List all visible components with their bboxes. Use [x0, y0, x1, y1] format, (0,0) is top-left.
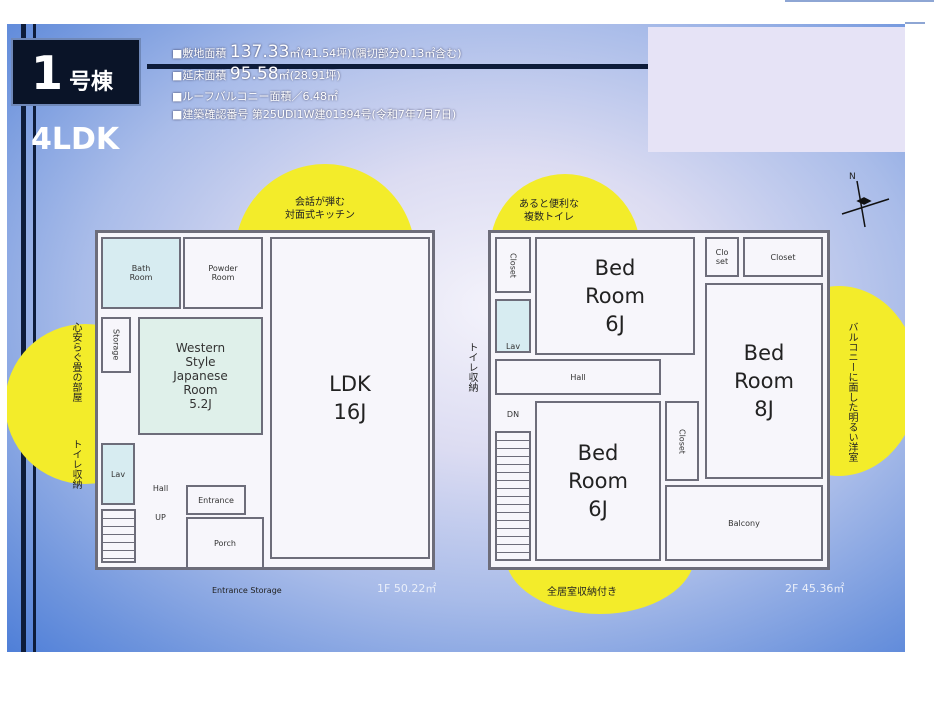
dn-label: DN: [495, 399, 531, 429]
bright-room-callout: バルコニーに面した明るい洋室: [846, 322, 857, 462]
powder-room: Powder Room: [183, 237, 263, 309]
ldk-room: LDK 16J: [270, 237, 430, 559]
info-line: ■建築確認番号 第25UDI1W建01394号(令和7年7月7日): [172, 108, 457, 121]
bedroom-label: Bed Room 6J: [568, 441, 628, 521]
closet: Closet: [665, 401, 699, 481]
western-japanese-room: Western Style Japanese Room 5.2J: [138, 317, 263, 435]
layout-type: 4LDK: [31, 122, 120, 157]
bedroom-6j-top: Bed Room 6J: [535, 237, 695, 355]
decor-line: [147, 64, 905, 69]
info-line: ■ルーフバルコニー面積／6.48㎡: [172, 90, 339, 103]
bedroom-label: Bed Room 8J: [734, 341, 794, 421]
entrance-storage-label: Entrance Storage: [212, 586, 282, 595]
hall-label: Hall: [152, 484, 169, 493]
info-line: ■延床面積 95.58㎡(28.91坪): [172, 64, 341, 84]
compass-icon: N: [837, 169, 892, 229]
compass-north-label: N: [849, 172, 856, 182]
floor-1-plan: Bath Room Powder Room Storage Western St…: [95, 230, 435, 570]
closet: Closet: [743, 237, 823, 277]
entrance: Entrance: [186, 485, 246, 515]
floor-2-area: 2F 45.36㎡: [785, 582, 845, 595]
ldk-label: LDK 16J: [329, 372, 371, 424]
building-suffix: 号棟: [69, 70, 114, 95]
closet: Closet: [495, 237, 531, 293]
decor-line: [33, 24, 36, 652]
floor-2-plan: Closet Bed Room 6J Lav Hall DN Bed Room …: [488, 230, 830, 570]
tatami-callout: 心安らぐ畳の部屋: [70, 322, 81, 402]
storage-callout: 全居室収納付き: [547, 587, 617, 598]
floor-plan-board: 1 号棟 4LDK ■敷地面積 137.33㎡(41.54坪)(隅切部分0.13…: [7, 24, 905, 652]
bedroom-label: Bed Room 6J: [585, 256, 645, 336]
bedroom-8j: Bed Room 8J: [705, 283, 823, 479]
toilet-storage-callout: トイレ収納: [70, 439, 81, 489]
bath-room: Bath Room: [101, 237, 181, 309]
stairs: [495, 431, 531, 561]
hall: Hall: [495, 359, 661, 395]
storage: Storage: [101, 317, 131, 373]
porch: Porch: [186, 517, 264, 569]
info-line: ■敷地面積 137.33㎡(41.54坪)(隅切部分0.13㎡含む): [172, 42, 462, 62]
blank-overlay: [648, 27, 905, 152]
top-divider: [785, 0, 934, 2]
toilet-storage-callout: トイレ収納: [466, 342, 477, 392]
bedroom-6j-bottom: Bed Room 6J: [535, 401, 661, 561]
building-number: 1: [31, 46, 64, 100]
kitchen-callout: 会話が弾む 対面式キッチン: [285, 197, 355, 221]
decor-line: [21, 24, 26, 652]
balcony: Balcony: [665, 485, 823, 561]
lavatory: Lav: [495, 299, 531, 353]
closet-small: Clo set: [705, 237, 739, 277]
floor-1-area: 1F 50.22㎡: [377, 582, 437, 595]
up-label: UP: [155, 513, 166, 522]
building-badge: 1 号棟: [11, 38, 141, 106]
lavatory: Lav: [101, 443, 135, 505]
top-divider-short: [905, 22, 925, 24]
toilets-callout: あると便利な 複数トイレ: [519, 199, 579, 223]
stairs: [101, 509, 136, 563]
